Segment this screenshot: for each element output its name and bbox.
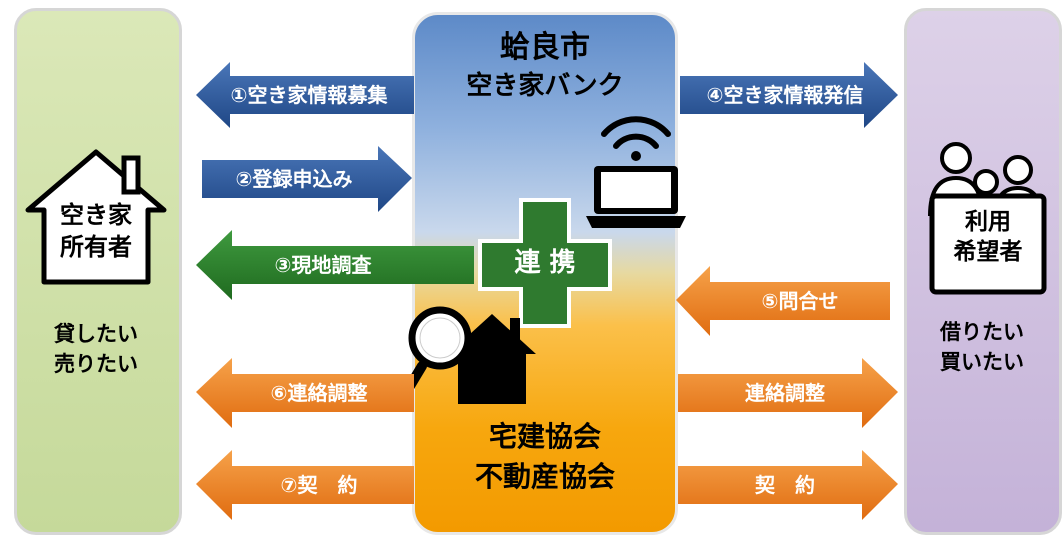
applicant-desc-1: 借りたい bbox=[940, 320, 1024, 344]
arrow-1 bbox=[196, 62, 414, 128]
arrow-4-label: ④空き家情報発信 bbox=[706, 83, 864, 107]
bank-title: 空き家バンク bbox=[466, 71, 624, 101]
arrow-7 bbox=[196, 450, 414, 520]
arrow-6-right-label: 連絡調整 bbox=[745, 381, 825, 405]
house-icon bbox=[25, 149, 167, 285]
cooperation-cross bbox=[478, 198, 612, 328]
laptop-wifi-icon bbox=[586, 116, 686, 228]
arrow-6-label: ⑥連絡調整 bbox=[270, 381, 368, 405]
arrow-7-right-label: 契 約 bbox=[755, 473, 815, 497]
arrow-4 bbox=[680, 62, 898, 128]
arrow-6 bbox=[196, 358, 414, 428]
people-icon bbox=[928, 142, 1047, 295]
arrow-2-label: ②登録申込み bbox=[235, 167, 353, 191]
owner-label-2: 所有者 bbox=[60, 233, 132, 261]
arrow-3 bbox=[196, 230, 474, 300]
city-title: 蛤良市 bbox=[500, 30, 590, 65]
arrow-2 bbox=[202, 146, 412, 212]
applicant-desc-2: 買いたい bbox=[940, 350, 1024, 374]
realtor-assoc-1: 宅建協会 bbox=[488, 420, 601, 453]
applicant-label-1: 利用 bbox=[965, 209, 1011, 235]
owner-desc-1: 貸したい bbox=[54, 322, 138, 346]
cooperation-label: 連 携 bbox=[514, 248, 576, 278]
applicant-label-2: 希望者 bbox=[953, 239, 1023, 265]
arrow-5-label: ⑤問合せ bbox=[761, 289, 839, 313]
realtor-assoc-2: 不動産協会 bbox=[474, 460, 615, 493]
arrow-7-label: ⑦契 約 bbox=[280, 473, 358, 497]
arrow-6-right bbox=[678, 358, 898, 428]
arrow-1-label: ①空き家情報募集 bbox=[230, 83, 388, 107]
arrow-5 bbox=[676, 266, 890, 336]
arrow-7-right bbox=[678, 450, 898, 520]
owner-label-1: 空き家 bbox=[60, 201, 132, 229]
arrow-3-label: ③現地調査 bbox=[274, 253, 372, 277]
owner-desc-2: 売りたい bbox=[54, 352, 138, 376]
